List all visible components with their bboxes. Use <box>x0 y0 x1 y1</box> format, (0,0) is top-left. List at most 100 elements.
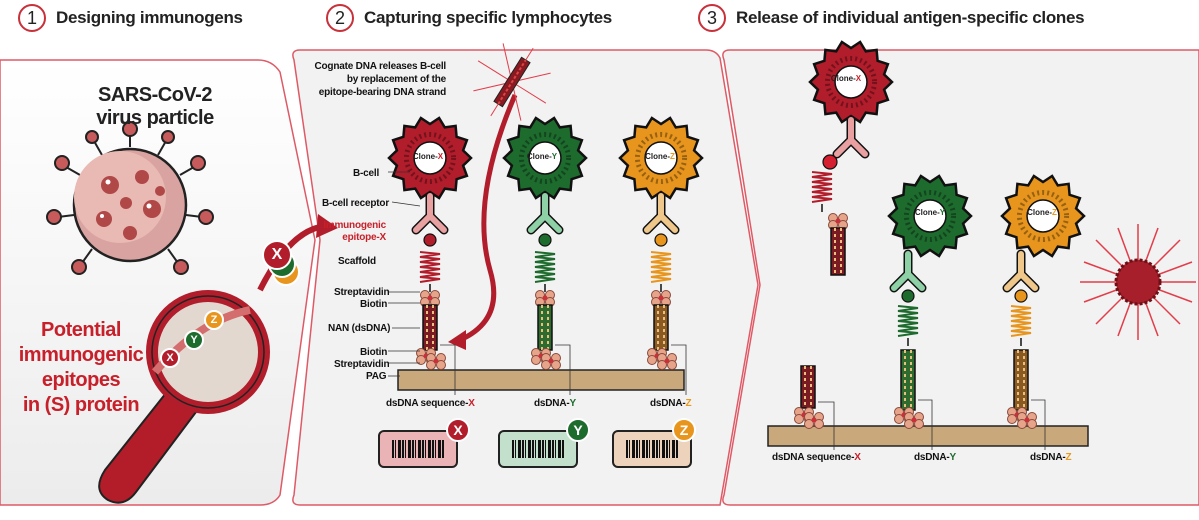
nan-dsdna-x <box>422 304 438 351</box>
barcode-x-badge: X <box>446 418 470 442</box>
p3-bcell-y <box>887 174 973 258</box>
epitope-y-badge: Y <box>184 330 204 350</box>
label-streptavidin-bottom: Streptavidin <box>334 359 390 370</box>
receptor-z <box>642 191 680 235</box>
streptavidin-top-z <box>651 290 671 307</box>
p3-dsdna-label-y: dsDNA-Y <box>914 452 956 463</box>
dsdna-letter: Z <box>1065 452 1072 463</box>
label-immunogenic-epitope: Immunogenic epitope-X <box>316 220 386 244</box>
epitope-x-badge: X <box>160 348 180 368</box>
receptor-y <box>526 191 564 235</box>
label-pag: PAG <box>366 371 387 382</box>
step-1-number: 1 <box>18 4 46 32</box>
dsdna-text: dsDNA sequence- <box>772 452 855 463</box>
dsdna-letter: Y <box>949 452 956 463</box>
dsdna-text: dsDNA sequence- <box>386 398 469 409</box>
magnifier-icon <box>98 290 270 504</box>
dsdna-letter: X <box>468 398 475 409</box>
p3-scaffold-x <box>811 171 833 212</box>
clone-letter: Y <box>939 208 946 217</box>
p3-clone-x-label: Clone-X <box>826 74 866 83</box>
clone-letter: Z <box>1052 208 1057 217</box>
streptavidin-top-y <box>535 290 555 307</box>
clone-letter: X <box>855 74 862 83</box>
virus-title-line-1: SARS-CoV-2 <box>98 84 212 106</box>
cognate-line-2: by replacement of the <box>346 74 446 85</box>
streptavidin-top-x <box>420 290 440 307</box>
label-nan: NAN (dsDNA) <box>328 323 391 334</box>
clone-prefix: Clone- <box>526 152 552 161</box>
clone-prefix: Clone- <box>645 152 670 161</box>
released-dna-icon <box>473 43 551 121</box>
cognate-line-1: Cognate DNA releases B-cell <box>314 61 447 72</box>
epitope-z-badge: Z <box>204 310 224 330</box>
p3-dsdna-z <box>1013 349 1029 411</box>
label-bcell: B-cell <box>353 168 380 179</box>
pag-surface-panel3 <box>767 425 1089 447</box>
p3-bcell-x <box>808 40 894 124</box>
scaffold-x <box>419 251 441 292</box>
bcell-z <box>618 116 704 200</box>
clone-prefix: Clone- <box>1027 208 1052 217</box>
stack-x-badge: X <box>262 240 292 270</box>
barcode-z-badge: Z <box>672 418 696 442</box>
p3-bcell-z <box>1000 174 1086 258</box>
dsdna-label-z: dsDNA-Z <box>650 398 692 409</box>
epitopes-title: Potential immunogenic epitopes in (S) pr… <box>6 318 156 418</box>
barcode-lines <box>392 440 444 458</box>
dsdna-letter: Z <box>685 398 692 409</box>
clone-z-label: Clone-Z <box>640 152 680 161</box>
immunogenic-line-2: epitope-X <box>342 232 386 243</box>
p3-free-dsdna-x <box>800 365 816 409</box>
step-3-title: Release of individual antigen-specific c… <box>736 8 1085 27</box>
step-3-number: 3 <box>698 4 726 32</box>
p3-free-streptavidin-b <box>804 412 824 429</box>
dsdna-text: dsDNA- <box>534 398 570 409</box>
dsdna-letter: Y <box>569 398 576 409</box>
dsdna-label-y: dsDNA-Y <box>534 398 576 409</box>
step-2-number: 2 <box>326 4 354 32</box>
epitope-z <box>654 233 668 247</box>
virus-title-line-2: virus particle <box>96 107 214 129</box>
p3-receptor-x <box>832 115 870 159</box>
label-receptor: B-cell receptor <box>322 198 390 209</box>
epitopes-line-1: Potential <box>41 319 121 341</box>
virus-title: SARS-CoV-2 virus particle <box>80 84 230 130</box>
p3-scaffold-y <box>897 305 919 346</box>
p3-clone-z-label: Clone-Z <box>1022 208 1062 217</box>
dsdna-text: dsDNA- <box>1030 452 1066 463</box>
release-arrow-icon <box>458 94 518 343</box>
cognate-line-3: epitope-bearing DNA strand <box>318 87 446 98</box>
label-streptavidin-top: Streptavidin <box>334 287 390 298</box>
barcode-x <box>378 430 458 468</box>
step-1-title: Designing immunogens <box>56 8 243 27</box>
virus-particle-icon <box>46 121 214 275</box>
label-biotin-bottom: Biotin <box>360 347 388 358</box>
p3-dsdna-label-z: dsDNA-Z <box>1030 452 1072 463</box>
cognate-note: Cognate DNA releases B-cell by replaceme… <box>300 60 447 99</box>
p3-scaffold-z <box>1010 305 1032 346</box>
p3-streptavidin-x <box>828 213 848 230</box>
streptavidin-bottom-b-y <box>541 353 561 370</box>
clone-letter: Z <box>670 152 675 161</box>
scaffold-y <box>534 251 556 292</box>
p3-released-dsdna-x <box>830 227 846 276</box>
barcode-y <box>498 430 578 468</box>
dsdna-label-x: dsDNA sequence-X <box>386 398 475 409</box>
panel-3-shape <box>722 49 1199 506</box>
streptavidin-bottom-b-x <box>426 353 446 370</box>
p3-streptavidin-b-y <box>904 412 924 429</box>
epitopes-line-4: in (S) protein <box>22 394 140 416</box>
nan-dsdna-z <box>653 304 669 351</box>
clone-letter: X <box>437 152 444 161</box>
epitope-y <box>538 233 552 247</box>
p3-epitope-z <box>1014 289 1028 303</box>
clone-prefix: Clone- <box>914 208 940 217</box>
barcode-lines <box>512 440 564 458</box>
step-2-title: Capturing specific lymphocytes <box>364 8 612 27</box>
dsdna-letter: X <box>854 452 861 463</box>
immunogenic-line-1: Immunogenic <box>323 220 386 231</box>
streptavidin-bottom-b-z <box>657 353 677 370</box>
